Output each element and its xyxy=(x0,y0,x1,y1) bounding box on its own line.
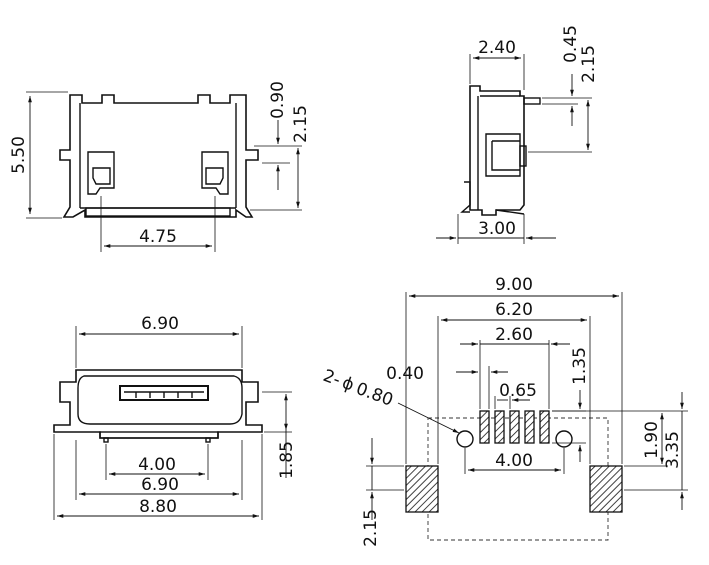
signal-pin xyxy=(494,410,505,444)
signal-pin xyxy=(509,410,520,444)
fp-pad-span-label: 6.20 xyxy=(495,300,533,320)
footprint-view: 9.00 6.20 2.60 0.40 0.65 2- ϕ 0.80 4. xyxy=(320,275,688,547)
bottom-mid-width-label: 6.90 xyxy=(141,475,179,495)
fp-hole-symbol: ϕ xyxy=(339,373,356,396)
fp-pin-pitch-label: 0.65 xyxy=(499,381,537,401)
fp-pin-span-label: 2.60 xyxy=(495,325,533,345)
bottom-top-width-label: 6.90 xyxy=(141,314,179,334)
right-mount-pad xyxy=(589,465,623,513)
fp-pin-width-label: 0.40 xyxy=(386,364,424,384)
side-right-small-label: 0.45 xyxy=(561,25,581,63)
fp-pin-length-label: 1.35 xyxy=(570,347,590,385)
side-view: 2.40 0.45 2.15 3.00 xyxy=(436,25,599,244)
front-view: 5.50 4.75 0.90 2.15 xyxy=(9,81,311,252)
signal-pin xyxy=(524,410,535,444)
front-right-large-label: 2.15 xyxy=(291,105,311,143)
signal-pin xyxy=(539,410,550,444)
locating-hole xyxy=(555,430,573,448)
fp-hole-count-prefix: 2- xyxy=(320,366,343,391)
bottom-view: 6.90 4.00 6.90 8.80 1.85 xyxy=(53,314,297,520)
front-height-label: 5.50 xyxy=(9,136,29,174)
fp-hole-spacing-label: 4.00 xyxy=(495,451,533,471)
front-bottom-width-label: 4.75 xyxy=(139,227,177,247)
fp-right-large-label: 3.35 xyxy=(663,431,683,469)
fp-overall-width-label: 9.00 xyxy=(495,275,533,295)
signal-pin xyxy=(479,410,490,444)
fp-right-small-label: 1.90 xyxy=(642,421,662,459)
bottom-inner-width-label: 4.00 xyxy=(138,455,176,475)
front-right-small-label: 0.90 xyxy=(268,81,288,119)
fp-pad-height-label: 2.15 xyxy=(361,509,381,547)
left-mount-pad xyxy=(405,465,439,513)
side-right-large-label: 2.15 xyxy=(579,45,599,83)
bottom-right-height-label: 1.85 xyxy=(277,441,297,479)
side-top-width-label: 2.40 xyxy=(478,38,516,58)
locating-hole xyxy=(456,430,474,448)
side-bottom-width-label: 3.00 xyxy=(478,219,516,239)
bottom-overall-width-label: 8.80 xyxy=(139,497,177,517)
